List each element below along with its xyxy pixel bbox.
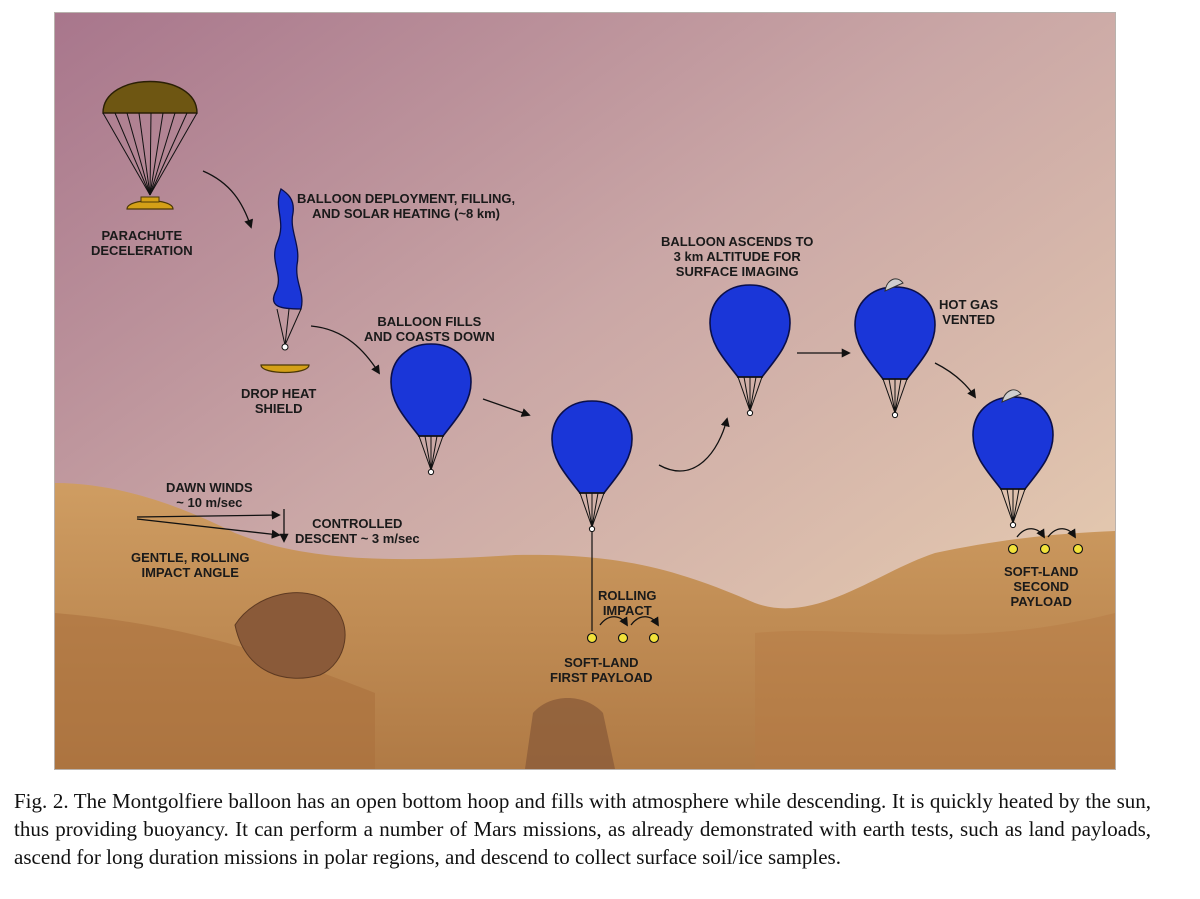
label-dawn-winds: DAWN WINDS~ 10 m/sec <box>166 480 253 510</box>
balloon-second-landing <box>972 389 1054 529</box>
rock <box>525 698 615 769</box>
boulder <box>234 592 346 679</box>
balloon-first-landing <box>551 400 633 631</box>
scene-drawing <box>55 13 1115 769</box>
label-balloon-deployment: BALLOON DEPLOYMENT, FILLING,AND SOLAR HE… <box>297 191 516 221</box>
payloads <box>586 543 1084 644</box>
deployment-stage <box>260 188 310 374</box>
balloon-venting <box>854 278 936 419</box>
figure-caption: Fig. 2. The Montgolfiere balloon has an … <box>14 789 1151 869</box>
parachute-stage <box>102 80 198 210</box>
trajectory-arrows <box>136 170 1076 627</box>
